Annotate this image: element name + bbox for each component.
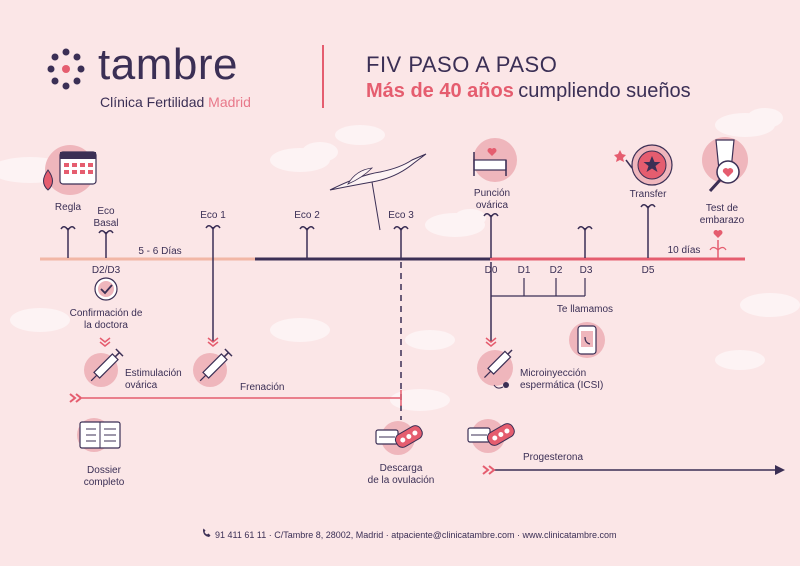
marker-eco3 [393,226,409,258]
label-duration-last: 10 días [667,245,701,256]
label-transfer: Transfer [629,189,667,200]
label-eco2: Eco 2 [294,210,320,221]
label-frenacion: Frenación [240,382,285,393]
syringe-icon [193,348,233,387]
marker-eco2 [299,226,315,258]
label-test-1: Test de [705,203,739,214]
timeline-markers [60,204,656,342]
label-d2d3: D2/D3 [91,265,121,276]
label-eco3: Eco 3 [388,210,414,221]
footer-contact: 91 411 61 11 · C/Tambre 8, 28002, Madrid… [215,530,617,540]
embryo-icon [614,144,673,186]
tagline-rest: cumpliendo sueños [518,80,691,102]
calendar-icon [43,145,97,195]
page-tagline: Más de 40 años cumpliendo sueños [366,80,691,103]
brand-subtitle: Clínica Fertilidad Madrid [100,94,251,110]
label-d5: D5 [641,265,655,276]
label-duration-first: 5 - 6 Días [138,246,182,257]
marker-transfer [640,204,656,258]
label-eco-basal-2: Basal [93,218,119,229]
marker-test-heart [709,230,727,258]
pregnancy-test-icon [702,137,748,193]
label-descarga-2: de la ovulación [367,475,435,486]
marker-eco-basal [98,230,114,258]
label-eco-basal-1: Eco [97,206,115,217]
marker-d3 [577,226,593,258]
progesterona-arrow [482,465,785,475]
down-chevrons [99,337,497,347]
label-puncion-2: ovárica [475,200,509,211]
tagline-highlight: Más de 40 años [366,80,514,102]
dossier-icon [77,418,121,452]
phone-footer-icon [203,528,211,537]
marker-regla [60,226,76,258]
pills-icon [467,419,515,453]
label-d3: D3 [579,265,593,276]
marker-puncion [483,213,499,258]
label-d2: D2 [549,265,563,276]
label-estimulacion-1: Estimulación [125,368,182,379]
brand-name: tambre [98,40,238,89]
label-micro-2: espermática (ICSI) [520,380,604,391]
label-dossier-1: Dossier [87,465,121,476]
page-title: FIV PASO A PASO [366,52,558,77]
phone-icon [569,322,605,358]
marker-eco1 [205,225,221,342]
te-llamamos-bracket [491,278,586,297]
stork-icon [329,153,427,231]
brand-subtitle-main: Clínica Fertilidad [100,94,205,110]
label-test-2: embarazo [699,215,745,226]
syringe-icon [84,348,124,387]
frenacion-line [69,390,402,406]
label-d1: D1 [517,265,531,276]
bed-icon [473,138,517,182]
microinjection-icon [477,349,513,389]
brand-subtitle-city: Madrid [208,94,251,110]
label-progesterona: Progesterona [523,452,584,463]
label-regla: Regla [54,202,82,213]
label-te-llamamos: Te llamamos [556,304,614,315]
pills-icon [375,421,423,455]
label-estimulacion-2: ovárica [125,380,158,391]
label-puncion-1: Punción [473,188,511,199]
label-dossier-2: completo [83,477,125,488]
label-descarga-1: Descarga [379,463,423,474]
chevron-down-icon [207,337,219,347]
label-micro-1: Microinyección [520,368,587,379]
label-eco1: Eco 1 [200,210,226,221]
chevron-down-icon [99,337,111,347]
label-confirmacion-1: Confirmación de [69,308,143,319]
label-confirmacion-2: la doctora [84,320,128,331]
chevron-down-icon [485,337,497,347]
checkmark-icon [94,277,118,301]
label-d0: D0 [484,265,498,276]
logo-icon [47,48,85,90]
